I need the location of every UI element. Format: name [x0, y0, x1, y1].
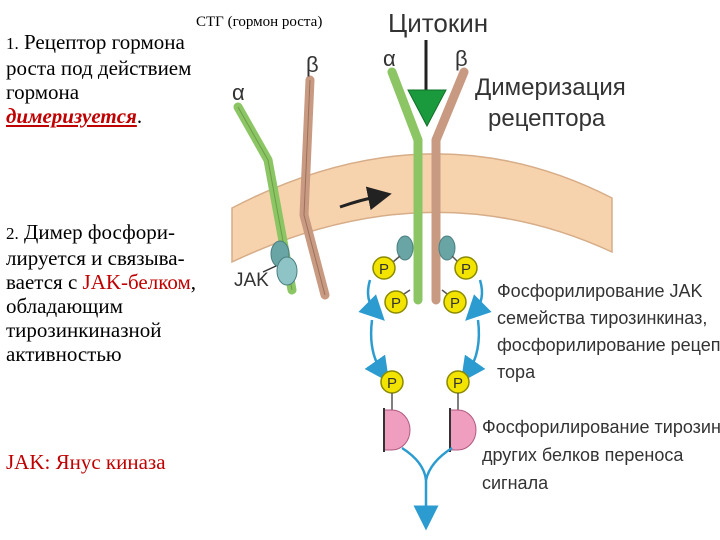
phos-tyr-line3: сигнала — [482, 473, 549, 493]
dimerization-label-line1: Димеризация — [475, 74, 626, 101]
step-2-body: Димер фосфори-лируется и связыва-вается … — [6, 220, 185, 294]
membrane-arrow — [339, 186, 392, 211]
jak-protein-left-2 — [276, 256, 298, 286]
phosphate-group-6: P — [446, 370, 470, 394]
beta-chain-left-outline — [303, 79, 326, 296]
step-2-number: 2. — [6, 224, 19, 243]
step-2-text: 2. Димер фосфори-лируется и связыва-вает… — [6, 220, 216, 366]
phosphate-group-1: P — [372, 256, 396, 280]
phos-tyr-line2: других белков переноса — [482, 445, 684, 465]
phosphate-group-4: P — [443, 290, 467, 314]
signal-arrow-left-long — [364, 319, 390, 383]
step-1-highlight: димеризуется — [6, 104, 137, 128]
cytokine-label: Цитокин — [388, 8, 488, 38]
step-1-number: 1. — [6, 34, 19, 53]
alpha-chain-right — [387, 67, 423, 305]
beta-label-right: β — [455, 46, 468, 71]
step-1-text: 1. Рецептор гормона роста под действием … — [6, 30, 206, 128]
phos-jak-line1: Фосфорилирование JAK — [497, 281, 703, 301]
signal-protein-left — [383, 408, 411, 452]
phosphate-group-2: P — [454, 256, 478, 280]
signal-arrow-right-long — [460, 319, 486, 383]
cytokine-ligand — [407, 89, 447, 128]
signal-arrow-converge-right — [424, 446, 453, 481]
alpha-label-left: α — [232, 80, 245, 105]
signal-arrow-right-short — [465, 279, 492, 321]
jak-protein-right-2 — [438, 235, 456, 261]
signal-arrow-converge-left — [401, 446, 428, 481]
jak-definition: JAK: Янус киназа — [6, 450, 166, 474]
phosphate-label-5: P — [387, 375, 397, 392]
beta-label-left: β — [306, 52, 319, 77]
phosphate-label-3: P — [391, 295, 401, 312]
phosphate-label-1: P — [379, 261, 389, 278]
jak-label: JAK — [234, 270, 269, 291]
phos-jak-line2: семейства тирозинкиназ, — [497, 308, 707, 328]
signal-protein-right — [449, 408, 477, 452]
phosphate-label-2: P — [461, 261, 471, 278]
phos-jak-line3: фосфорилирование рецеп- — [497, 335, 720, 355]
phos-jak-line4: тора — [497, 362, 536, 382]
signal-arrow-left-short — [358, 279, 385, 321]
beta-chain-right — [431, 67, 469, 305]
stg-label: СТГ (гормон роста) — [196, 14, 323, 30]
jak-pointer — [262, 265, 277, 273]
step-2-end: , обладающим тирозинкиназной активностью — [6, 270, 196, 366]
phosphate-label-6: P — [453, 375, 463, 392]
phosphate-group-5: P — [380, 370, 404, 394]
phosphate-label-4: P — [450, 295, 460, 312]
step-1-body: Рецептор гормона роста под действием гор… — [6, 30, 192, 104]
jak-protein-right-1 — [396, 235, 414, 261]
step-1-end: . — [136, 104, 143, 128]
alpha-label-right: α — [383, 46, 396, 71]
phosphate-group-3: P — [384, 290, 408, 314]
phos-tyr-line1: Фосфорилирование тирозина — [482, 417, 720, 437]
dimerization-label-line2: рецептора — [488, 105, 606, 132]
step-2-highlight: JAK-белком — [82, 270, 191, 294]
